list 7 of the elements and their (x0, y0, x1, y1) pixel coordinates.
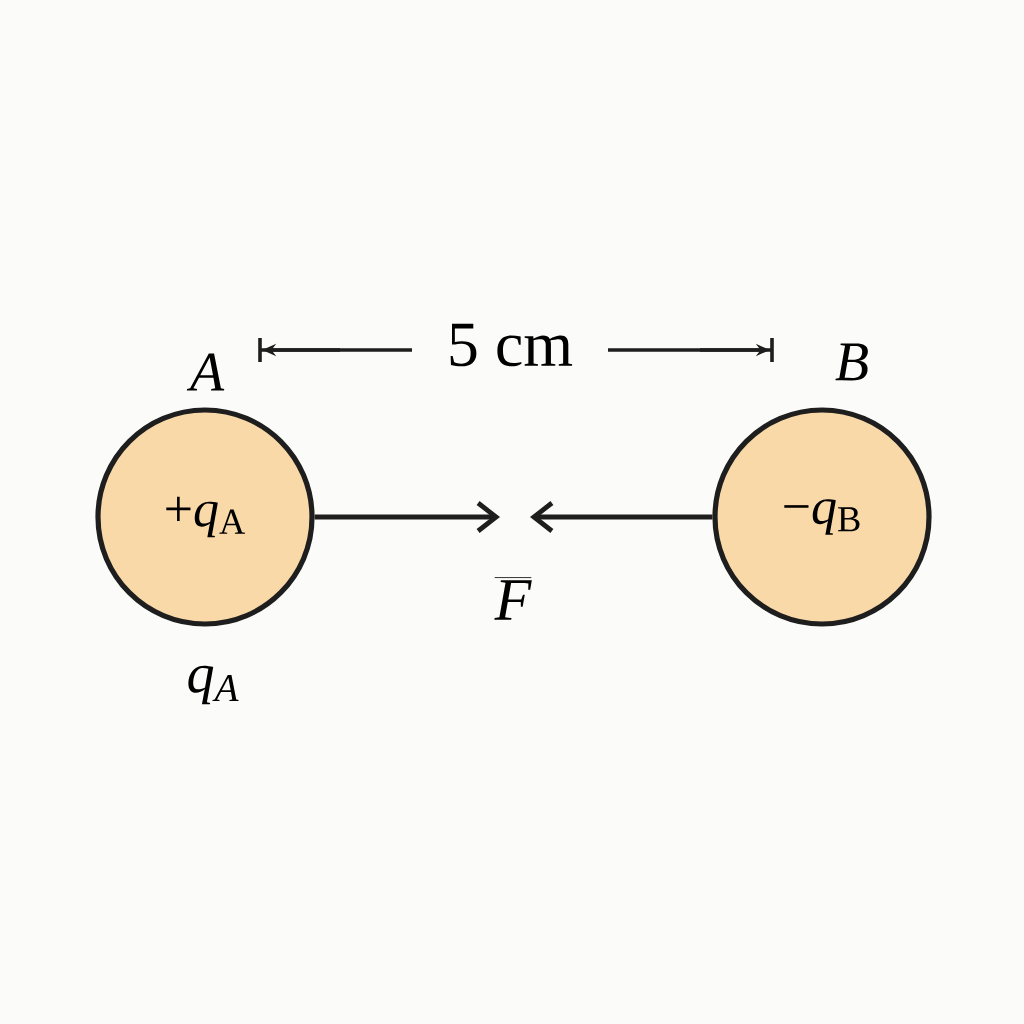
point-label: q$_{A}$ (188, 665, 239, 705)
dimension-label: 5 cm (450, 323, 573, 367)
force-label: F (494, 577, 532, 620)
point-label: B (835, 343, 868, 381)
point-label: A (186, 353, 225, 391)
force-arrow (530, 501, 713, 533)
force-arrow (314, 501, 500, 533)
